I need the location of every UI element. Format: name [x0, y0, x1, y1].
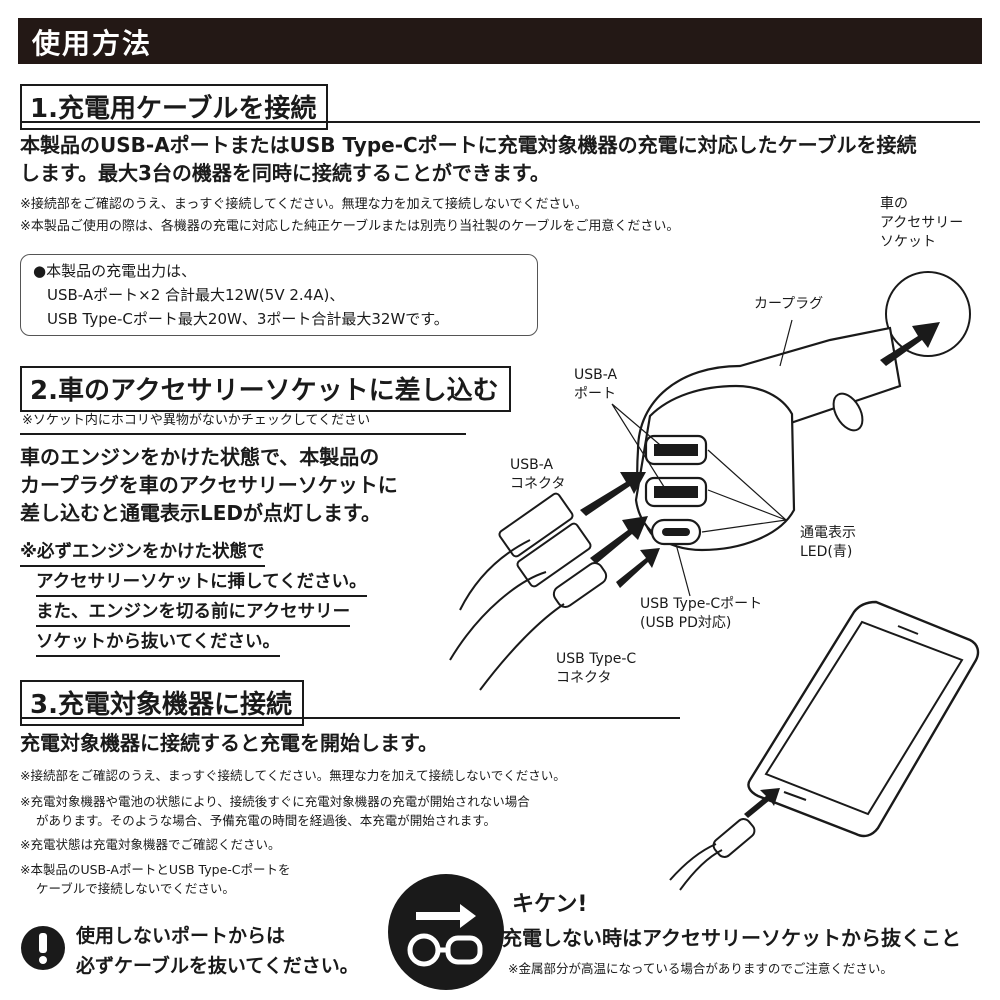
accessory-socket-icon — [885, 271, 971, 357]
section1-divider — [20, 121, 980, 123]
typec-connector-label-1: USB Type-C — [556, 651, 637, 667]
insert-arrow-icon — [880, 322, 940, 366]
socket-label-1: 車の — [880, 196, 908, 212]
car-plug-label: カープラグ — [754, 296, 824, 312]
usba-port-label-2: ポート — [574, 386, 616, 402]
section3-note-3: があります。そのような場合、予備充電の時間を経過後、本充電が開始されます。 — [36, 813, 497, 828]
car-charger-icon — [634, 326, 902, 552]
section3-lead: 充電対象機器に接続すると充電を開始します。 — [20, 731, 438, 755]
usba-port-label-1: USB-A — [574, 367, 618, 383]
section2-lead-3: 差し込むと通電表示LEDが点灯します。 — [20, 501, 382, 525]
section1-lead-2: します。最大3台の機器を同時に接続することができます。 — [20, 161, 550, 185]
socket-label-3: ソケット — [880, 234, 936, 250]
bottom-warning-2: 必ずケーブルを抜いてください。 — [76, 955, 359, 977]
usba-connector-label-2: コネクタ — [510, 476, 566, 492]
section3-note-5: ※本製品のUSB-AポートとUSB Type-Cポートを — [20, 862, 291, 877]
section2-warning-3: また、エンジンを切る前にアクセサリー — [36, 598, 351, 627]
smartphone-diagram — [669, 600, 980, 891]
section2-title: 2.車のアクセサリーソケットに差し込む — [20, 366, 511, 412]
spec-line-3: USB Type-Cポート最大20W、3ポート合計最大32Wです。 — [47, 310, 449, 328]
output-spec-box: ●本製品の充電出力は、 USB-Aポート×2 合計最大12W(5V 2.4A)、… — [20, 254, 538, 336]
unplug-warning-icon — [388, 874, 504, 990]
smartphone-icon — [747, 600, 980, 838]
car-charger-diagram — [449, 271, 971, 691]
kiken-main: 充電しない時はアクセサリーソケットから抜くこと — [502, 926, 961, 950]
section3-note-1: ※接続部をご確認のうえ、まっすぐ接続してください。無理な力を加えて接続しないでく… — [20, 768, 566, 783]
section3-title: 3.充電対象機器に接続 — [20, 680, 304, 726]
typec-connector-label-2: コネクタ — [556, 670, 612, 686]
spec-line-2: USB-Aポート×2 合計最大12W(5V 2.4A)、 — [47, 286, 345, 304]
section2-lead-2: カープラグを車のアクセサリーソケットに — [20, 473, 398, 497]
section2-warning-4: ソケットから抜いてください。 — [36, 628, 280, 657]
usb-cables-icon — [449, 492, 608, 691]
section2-warning-1: ※必ずエンジンをかけた状態で — [20, 538, 265, 567]
page-title: 使用方法 — [32, 27, 153, 60]
section3-divider — [20, 717, 680, 719]
socket-label-2: アクセサリー — [880, 215, 964, 231]
section3-note-6: ケーブルで接続しないでください。 — [36, 881, 235, 896]
page-header: 使用方法 — [18, 18, 982, 64]
section1-lead-1: 本製品のUSB-AポートまたはUSB Type-Cポートに充電対象機器の充電に対… — [20, 133, 917, 157]
connect-arrows-icon — [580, 472, 660, 588]
usba-connector-label-1: USB-A — [510, 457, 554, 473]
section2-divider — [20, 433, 466, 435]
led-label-1: 通電表示 — [800, 525, 856, 541]
section2-subtitle: ※ソケット内にホコリや異物がないかチェックしてください — [22, 413, 371, 428]
section3-note-4: ※充電状態は充電対象機器でご確認ください。 — [20, 837, 281, 852]
typec-port-label-1: USB Type-Cポート — [640, 596, 763, 612]
exclamation-icon — [21, 926, 65, 970]
bottom-warning-1: 使用しないポートからは — [76, 925, 286, 947]
spec-line-1: ●本製品の充電出力は、 — [33, 262, 197, 280]
section2-warning-2: アクセサリーソケットに挿してください。 — [36, 568, 367, 597]
phone-cable-icon — [669, 818, 756, 891]
section1-note-1: ※接続部をご確認のうえ、まっすぐ接続してください。無理な力を加えて接続しないでく… — [20, 197, 588, 212]
led-label-2: LED(青) — [800, 544, 853, 560]
typec-port-label-2: (USB PD対応) — [640, 615, 732, 631]
kiken-note: ※金属部分が高温になっている場合がありますのでご注意ください。 — [508, 961, 893, 976]
section2-lead-1: 車のエンジンをかけた状態で、本製品の — [20, 445, 380, 469]
phone-connect-arrow-icon — [744, 788, 780, 818]
section1-title: 1.充電用ケーブルを接続 — [20, 84, 329, 130]
section1-note-2: ※本製品ご使用の際は、各機器の充電に対応した純正ケーブルまたは別売り当社製のケー… — [20, 219, 680, 234]
section3-note-2: ※充電対象機器や電池の状態により、接続後すぐに充電対象機器の充電が開始されない場… — [20, 794, 530, 809]
kiken-title: キケン! — [512, 892, 588, 917]
